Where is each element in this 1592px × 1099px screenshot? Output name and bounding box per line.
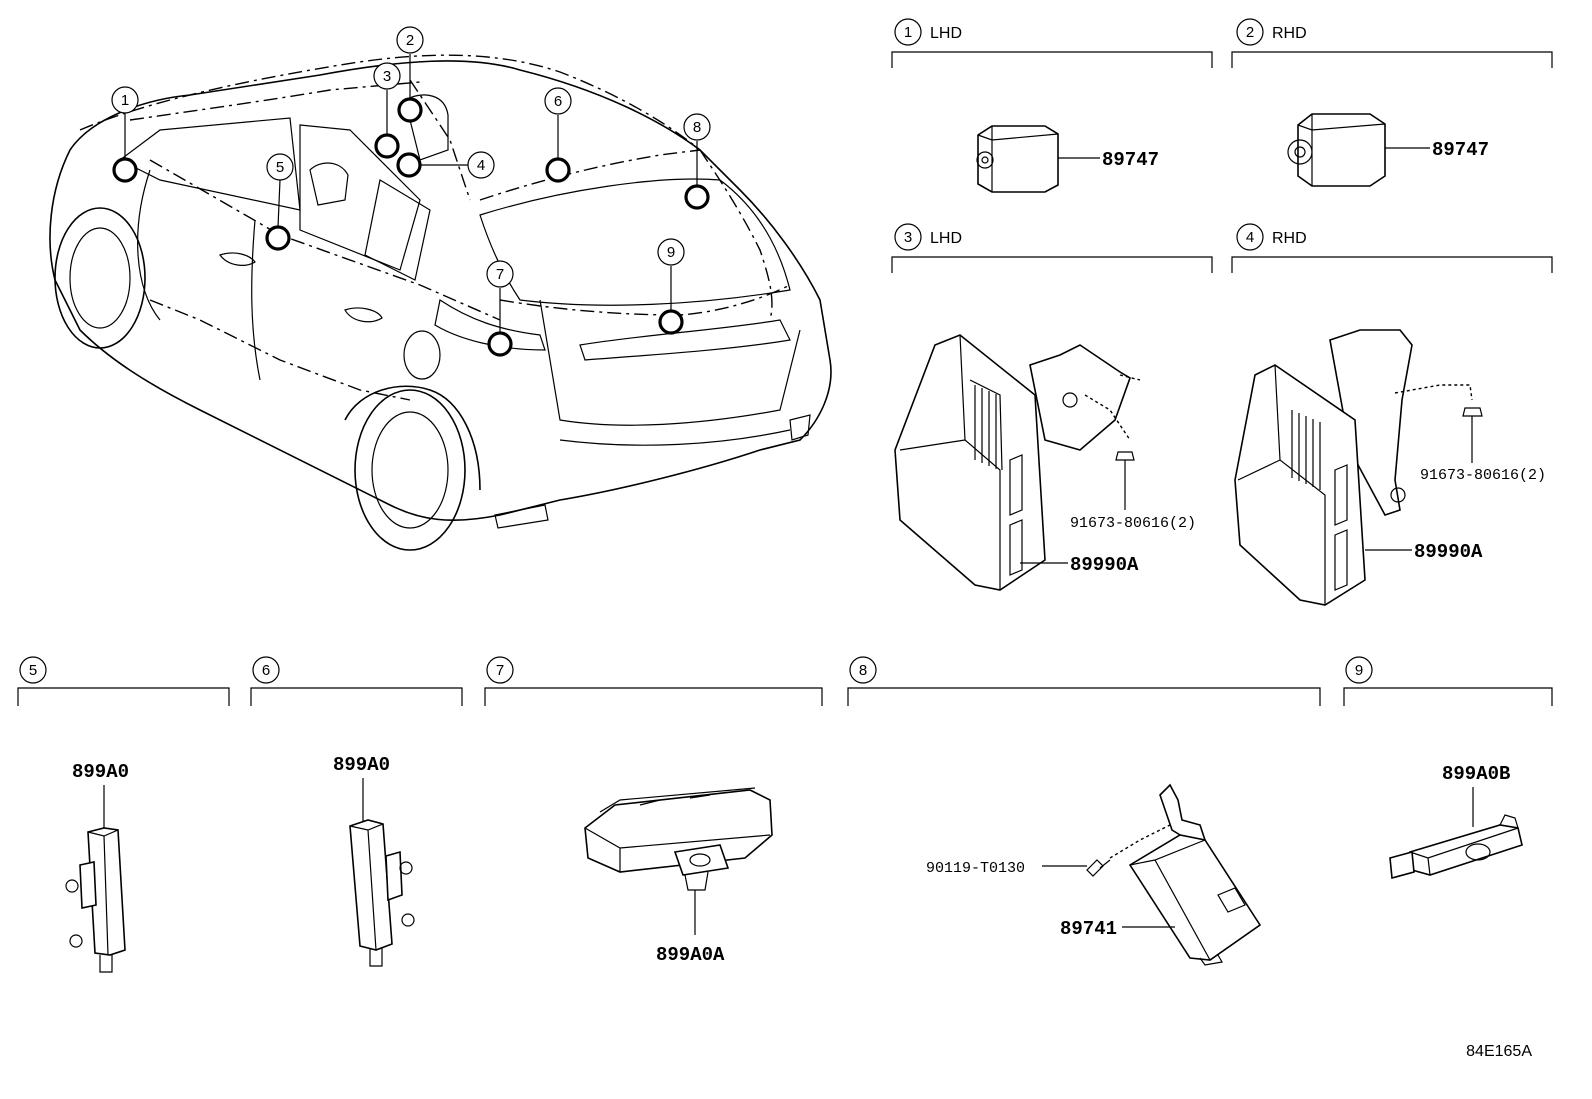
svg-text:5: 5 [276,159,284,176]
svg-text:1: 1 [904,24,912,41]
location-ring [684,184,710,210]
svg-text:LHD: LHD [930,230,962,247]
svg-text:7: 7 [496,662,504,679]
panel-3-lhd: 3 LHD 91673-80616(2) 89990A [891,223,1213,591]
figure-code: 84E165A [1466,1043,1532,1060]
svg-text:89990A: 89990A [1414,541,1483,563]
location-ring [658,309,684,335]
panel-9: 9 899A0B [1343,656,1553,880]
svg-text:2: 2 [406,32,414,49]
panel-7: 7 899A0A [484,656,823,966]
location-ring [265,225,291,251]
location-ring [545,157,571,183]
vehicle-callout-9: 9 [657,238,685,266]
svg-text:91673-80616(2): 91673-80616(2) [1070,515,1196,532]
panel-6: 6 899A0 [250,656,463,967]
svg-text:89747: 89747 [1102,149,1159,171]
panel-4-rhd: 4 RHD 91673-80616(2) 89990A [1231,223,1553,606]
svg-text:4: 4 [1246,229,1254,246]
antenna-part [349,819,415,967]
vehicle-callout-8: 8 [683,113,711,141]
bolt-part [1462,407,1483,430]
svg-text:89741: 89741 [1060,918,1117,940]
svg-text:899A0: 899A0 [333,754,390,776]
svg-text:9: 9 [1355,662,1363,679]
svg-text:89747: 89747 [1432,139,1489,161]
location-ring [112,157,138,183]
panel-1-lhd: 1 LHD 89747 [891,18,1213,193]
svg-text:8: 8 [693,119,701,136]
svg-text:9: 9 [667,244,675,261]
svg-text:RHD: RHD [1272,230,1307,247]
vehicle-callout-2: 2 [396,26,424,54]
vehicle-callout-7: 7 [486,260,514,288]
svg-text:6: 6 [262,662,270,679]
antenna-part [65,827,126,973]
vehicle-callout-1: 1 [111,86,139,114]
panel-2-rhd: 2 RHD 89747 [1231,18,1553,187]
vehicle-callout-6: 6 [544,87,572,115]
svg-text:LHD: LHD [930,25,962,42]
control-module-part [1234,329,1413,606]
svg-text:8: 8 [859,662,867,679]
control-module-part [894,334,1131,591]
svg-text:3: 3 [904,229,912,246]
svg-text:899A0A: 899A0A [656,944,725,966]
vehicle-callout-4: 4 [467,151,495,179]
bolt-part [1115,451,1135,475]
antenna-part [1389,814,1523,880]
svg-text:7: 7 [496,266,504,283]
svg-text:89990A: 89990A [1070,554,1139,576]
svg-text:RHD: RHD [1272,25,1307,42]
svg-text:2: 2 [1246,24,1254,41]
bolt-part [1086,859,1111,877]
location-ring [397,97,423,123]
location-ring [396,152,422,178]
svg-text:6: 6 [554,93,562,110]
vehicle-callout-5: 5 [266,153,294,181]
vehicle-callout-3: 3 [373,62,401,90]
receiver-module-part [1109,783,1262,966]
svg-text:899A0B: 899A0B [1442,763,1510,785]
antenna-part [584,787,773,891]
location-ring [487,331,513,357]
svg-text:899A0: 899A0 [72,761,129,783]
horn-relay-part [1287,113,1386,187]
svg-text:1: 1 [121,92,129,109]
svg-text:5: 5 [29,662,37,679]
horn-relay-part [976,125,1059,193]
location-ring [374,133,400,159]
svg-text:3: 3 [383,68,391,85]
panel-5: 5 899A0 [17,656,230,973]
svg-text:90119-T0130: 90119-T0130 [926,860,1025,877]
svg-text:91673-80616(2): 91673-80616(2) [1420,467,1546,484]
svg-text:4: 4 [477,157,485,174]
vehicle-illustration: 1 2 3 4 5 6 7 8 [49,26,832,551]
panel-8: 8 90119-T0130 89741 [847,656,1321,966]
